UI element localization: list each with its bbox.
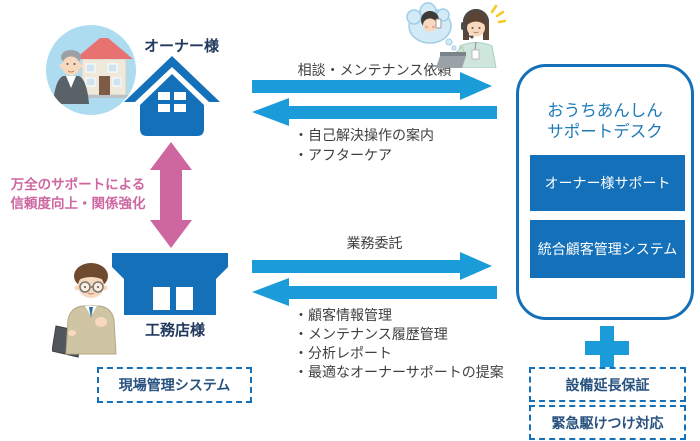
desk-to-contractor-items: ・顧客情報管理 ・メンテナンス履歴管理 ・分析レポート ・最適なオーナーサポート… [294, 306, 504, 382]
plus-icon [600, 326, 614, 370]
site-system-label: 現場管理システム [118, 377, 231, 393]
store-icon [112, 253, 228, 315]
relationship-line1: 万全のサポートによる [10, 177, 146, 192]
contractor-to-desk-arrow-icon [252, 252, 492, 280]
desk-to-owner-item: ・自己解決操作の案内 [294, 127, 434, 143]
operator-woman [436, 9, 497, 68]
site-system-box: 現場管理システム [97, 367, 252, 403]
house-icon [124, 56, 220, 136]
owner-person-clipart [53, 50, 89, 104]
owner-support-service-box: オーナー様サポート [530, 155, 685, 211]
owner-to-desk-arrow-icon [252, 72, 492, 100]
desk-to-owner-arrow-icon [252, 98, 497, 126]
support-operator-illustration [406, 2, 506, 68]
relationship-line2: 信頼度向上・関係強化 [10, 196, 146, 211]
desk-to-contractor-item: ・最適なオーナーサポートの提案 [294, 364, 504, 380]
thought-bubble [406, 2, 457, 51]
support-desk-title-line1: おうちあんしん [547, 102, 663, 120]
desk-to-owner-item: ・アフターケア [294, 147, 392, 163]
desk-to-contractor-item: ・顧客情報管理 [294, 307, 392, 323]
owner-label: オーナー様 [144, 38, 220, 55]
support-desk-title-line2: サポートデスク [547, 123, 663, 141]
desk-to-contractor-arrow-icon [252, 278, 497, 306]
owner-support-service-label: オーナー様サポート [544, 175, 671, 191]
crm-service-label: 統合顧客管理システム [537, 241, 678, 257]
emergency-response-label: 緊急駆けつけ対応 [551, 414, 664, 431]
contractor-person-illustration [52, 263, 117, 358]
contractor-to-desk-label: 業務委託 [346, 235, 403, 251]
alert-sparks [490, 4, 506, 24]
equipment-warranty-box: 設備延長保証 [529, 367, 686, 402]
owner-illustration [46, 25, 136, 115]
equipment-warranty-label: 設備延長保証 [565, 376, 650, 393]
crm-service-box: 統合顧客管理システム [530, 220, 685, 278]
desk-to-contractor-item: ・分析レポート [294, 345, 392, 361]
desk-to-owner-items: ・自己解決操作の案内 ・アフターケア [294, 125, 434, 165]
owner-to-desk-label: 相談・メンテナンス依頼 [297, 62, 452, 78]
emergency-response-box: 緊急駆けつけ対応 [529, 405, 686, 440]
house-clipart [75, 38, 133, 98]
desk-to-contractor-item: ・メンテナンス履歴管理 [294, 326, 448, 342]
relationship-double-arrow-icon [150, 142, 192, 248]
contractor-label: 工務店様 [145, 322, 206, 339]
support-desk-title: おうちあんしん サポートデスク [516, 101, 694, 143]
relationship-text: 万全のサポートによる 信頼度向上・関係強化 [4, 175, 152, 213]
